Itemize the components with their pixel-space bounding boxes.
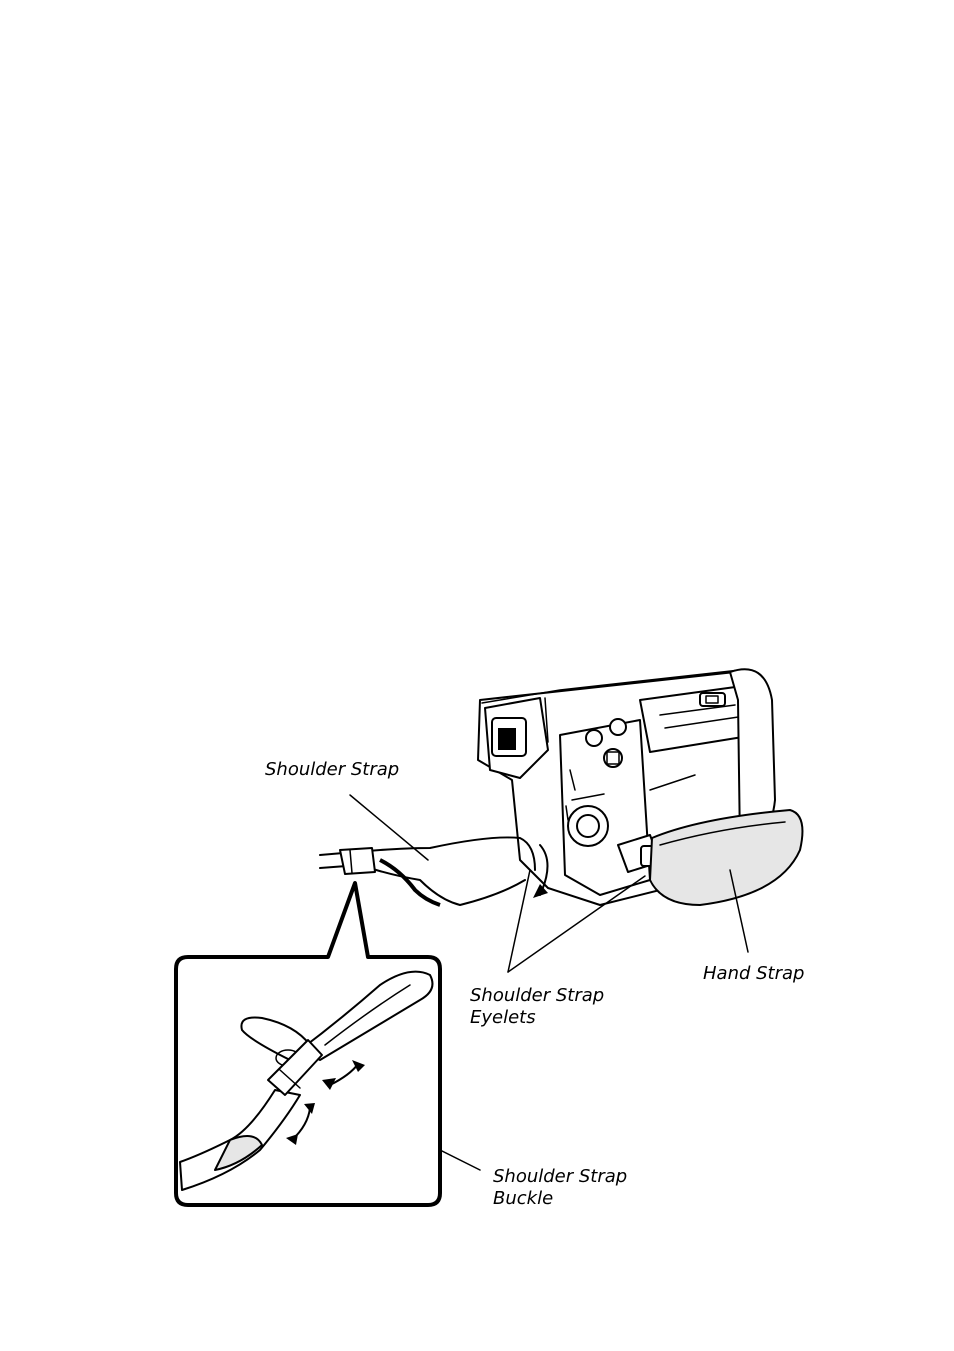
label-eyelets-line1: Shoulder Strap [470, 985, 604, 1007]
leader-eyelet-left [508, 870, 530, 972]
label-hand-strap: Hand Strap [703, 963, 804, 985]
label-buckle-line1: Shoulder Strap [493, 1166, 627, 1188]
label-shoulder-strap: Shoulder Strap [265, 759, 399, 781]
label-shoulder-strap-eyelets: Shoulder Strap Eyelets [470, 985, 604, 1029]
label-shoulder-strap-buckle: Shoulder Strap Buckle [493, 1166, 627, 1210]
label-eyelets-line2: Eyelets [470, 1007, 604, 1029]
label-buckle-line2: Buckle [493, 1188, 627, 1210]
